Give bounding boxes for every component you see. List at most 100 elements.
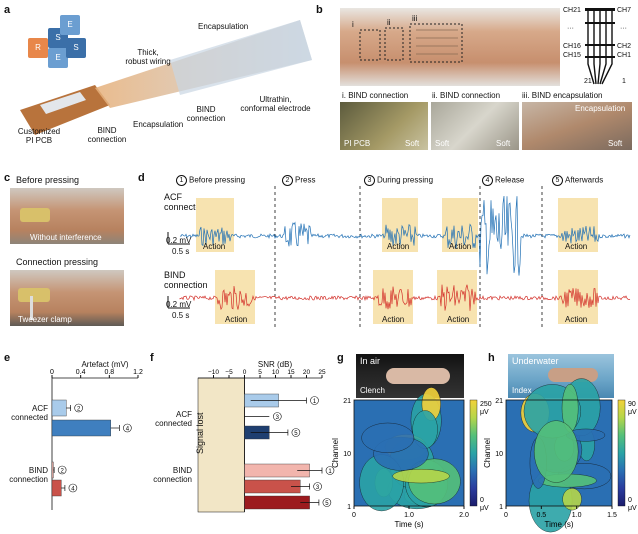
- action-bind-5: Action: [565, 315, 588, 324]
- e-group-acf: ACF connected: [11, 404, 48, 422]
- h-svg-xtick-label-2: 1.0: [572, 512, 582, 519]
- phase-4-text: Release: [495, 175, 525, 185]
- callout-encapsulation-bottom: Encapsulation: [133, 120, 184, 129]
- panel-label-e: e: [4, 352, 11, 364]
- e-tick-label-3: 1.2: [133, 369, 143, 376]
- puzzle-letter-r: R: [35, 43, 41, 52]
- label-ch16: CH16: [563, 43, 581, 50]
- f-marker-label-4: 3: [316, 485, 320, 491]
- g-svg-cbar-min: 0: [480, 497, 484, 504]
- label-dots2: ···: [620, 25, 627, 32]
- label-n21: 21: [584, 78, 592, 85]
- g-svg-ytick-label-1: 10: [343, 451, 351, 458]
- label-acf-connected: ACF connected: [164, 192, 206, 212]
- phase-5-text: Afterwards: [565, 175, 604, 185]
- action-box-acf-0: [196, 198, 234, 252]
- f-marker-5: [322, 498, 332, 507]
- e-bar-0: [51, 399, 67, 417]
- action-acf-3a: Action: [387, 242, 410, 251]
- phase-3-text: During pressing: [377, 175, 434, 185]
- label-ch7: CH7: [617, 7, 632, 14]
- panel-label-f: f: [150, 352, 154, 364]
- h-svg-blob-13: [562, 488, 582, 511]
- e-tick-label-0: 0: [50, 369, 54, 376]
- panel-a-illustration: [20, 15, 312, 135]
- callout-ultrathin: Ultrathin, conformal electrode: [240, 95, 311, 113]
- g-svg-xlabel: Time (s): [394, 520, 423, 529]
- h-svg-ylabel: Channel: [483, 438, 492, 468]
- puzzle-letter-e2: E: [55, 53, 61, 62]
- zoom-caption-i: i. BIND connection: [342, 91, 409, 100]
- overlay-soft2: Soft: [496, 139, 511, 148]
- h-svg-plot-frame: [505, 399, 613, 507]
- f-marker-label-2: 5: [294, 431, 298, 437]
- photo-caption-clench: Clench: [360, 386, 385, 395]
- e-marker-1: [123, 423, 132, 433]
- action-box-acf-3: [558, 198, 598, 252]
- g-svg-cbar-unit-top: μV: [480, 409, 489, 416]
- label-n1: 1: [622, 78, 626, 85]
- g-svg-ytick-label-0: 21: [343, 398, 351, 405]
- label-ch15: CH15: [563, 52, 581, 59]
- photo-title-underwater: Underwater: [512, 356, 559, 366]
- phase-1-number: 1: [176, 175, 187, 186]
- g-svg-colorbar: [469, 399, 478, 507]
- g-svg-ylabel: Channel: [331, 438, 340, 468]
- action-bind-3a: Action: [382, 315, 405, 324]
- g-svg-blob-13: [361, 422, 415, 453]
- phase-1-text: Before pressing: [189, 175, 246, 185]
- panel-label-b: b: [316, 4, 323, 16]
- photo-before-pressing: [10, 188, 124, 244]
- phase-4-number: 4: [482, 175, 493, 186]
- caption-before-pressing: Before pressing: [16, 175, 80, 185]
- e-marker-2: [57, 465, 67, 475]
- e-marker-0: [74, 403, 83, 413]
- scale-s-bind: 0.5 s: [172, 311, 190, 320]
- h-svg-cbar-unit-bottom: μV: [628, 505, 637, 512]
- e-marker-label-1: 4: [126, 427, 130, 433]
- f-tick-label-1: −5: [225, 369, 233, 376]
- forearm-photo: [340, 8, 560, 86]
- overlay-soft-left: Soft: [435, 139, 450, 148]
- f-bar-5: [244, 495, 310, 510]
- zoom-caption-iii: iii. BIND encapsulation: [522, 91, 603, 100]
- action-box-bind-2: [437, 270, 477, 324]
- h-svg-xtick-label-1: 0.5: [536, 512, 546, 519]
- phase-2-number: 2: [282, 175, 293, 186]
- overlay-soft1: Soft: [405, 139, 420, 148]
- photo-caption-index: Index: [512, 386, 532, 395]
- action-bind-3b: Action: [447, 315, 470, 324]
- g-svg-xtick-label-2: 2.0: [459, 512, 469, 519]
- f-marker-label-1: 3: [276, 415, 280, 421]
- h-svg-cbar-max: 90: [628, 401, 636, 408]
- f-tick-label-7: 25: [318, 369, 326, 376]
- overlay-without-interference: Without interference: [30, 233, 102, 242]
- puzzle-letter-e1: E: [67, 20, 73, 29]
- puzzle-letter-s2: S: [73, 43, 79, 52]
- label-ch2: CH2: [617, 43, 632, 50]
- f-marker-3: [325, 466, 335, 475]
- photo-connection-pressing: [10, 270, 124, 326]
- f-marker-0: [310, 396, 319, 405]
- f-signal-lost-region: [197, 377, 245, 513]
- e-xlabel: Artefact (mV): [81, 360, 129, 369]
- scale-s-acf: 0.5 s: [172, 247, 190, 256]
- f-marker-2: [291, 428, 301, 437]
- zoom-photo-ii: [431, 102, 519, 150]
- f-xlabel: SNR (dB): [257, 360, 293, 369]
- phase-5-number: 5: [552, 175, 563, 186]
- f-marker-1: [273, 412, 282, 421]
- f-marker-label-0: 1: [313, 399, 317, 405]
- action-box-bind-1: [373, 270, 413, 324]
- action-box-bind-0: [215, 270, 255, 324]
- f-marker-label-5: 5: [325, 501, 329, 507]
- f-group-acf: ACF connected: [155, 410, 192, 428]
- h-svg-ytick-label-2: 1: [499, 504, 503, 511]
- overlay-pi-pcb: PI PCB: [344, 139, 371, 148]
- photo-title-in-air: In air: [360, 356, 381, 366]
